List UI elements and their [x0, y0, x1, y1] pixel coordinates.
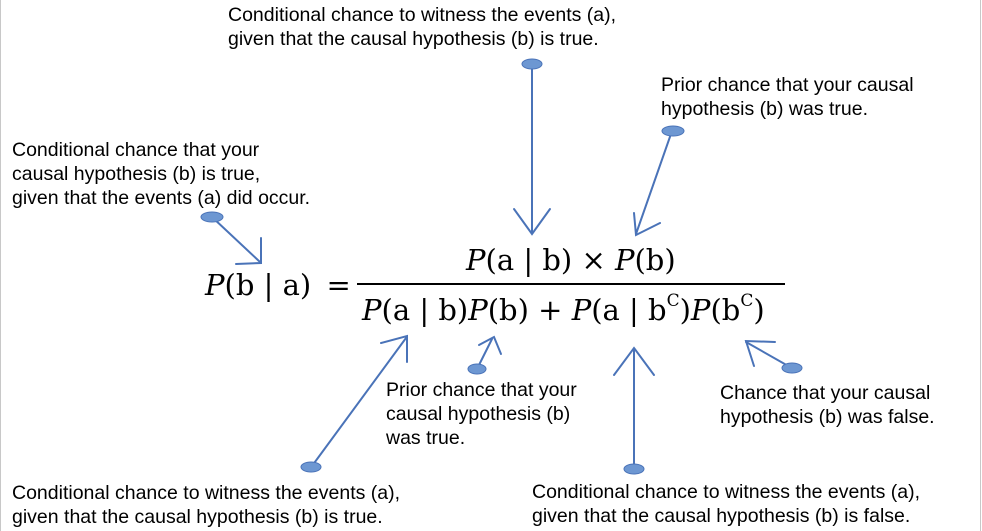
- connector-right-false-arrowhead: [744, 339, 776, 367]
- denominator-t3-args-pre: (a | b: [591, 293, 667, 327]
- annotation-right-false: Chance that your causal hypothesis (b) w…: [720, 381, 935, 429]
- connector-middle-prior-arrowhead: [478, 335, 502, 355]
- numerator-term2-fn: P: [614, 243, 635, 277]
- denominator-t3-fn: P: [571, 293, 592, 327]
- connector-right-false-line: [745, 341, 791, 368]
- annotation-middle-prior: Prior chance that your causal hypothesis…: [386, 378, 577, 450]
- numerator-term1-args: (a | b): [485, 243, 573, 277]
- fraction-bar: [357, 283, 785, 285]
- annotation-bottom-left-line1: Conditional chance to witness the events…: [12, 482, 401, 504]
- formula-lhs: P(b | a) =: [205, 268, 351, 302]
- denominator-t3-complement-sup: C: [666, 291, 680, 311]
- connector-dot-top-right: [661, 125, 685, 137]
- connector-dot-middle-prior: [467, 363, 487, 375]
- connector-top-right-line: [635, 130, 673, 235]
- lhs-equals-sign: =: [326, 268, 351, 302]
- connector-dot-bottom-left: [300, 461, 322, 473]
- denominator-t3-args-post: ): [679, 293, 691, 327]
- connector-dot-top-center: [521, 58, 543, 70]
- lhs-probability-fn: P: [205, 268, 225, 302]
- numerator-term1-fn: P: [466, 243, 486, 277]
- denominator-t2-args: (b): [487, 293, 529, 327]
- denominator-t4-complement-sup: C: [740, 291, 754, 311]
- annotation-top-center-line2: given that the causal hypothesis (b) is …: [228, 28, 599, 50]
- annotation-top-center: Conditional chance to witness the events…: [228, 3, 616, 51]
- annotation-middle-prior-line3: was true.: [386, 427, 466, 449]
- denominator-t2-fn: P: [468, 293, 488, 327]
- annotation-bottom-left: Conditional chance to witness the events…: [12, 481, 400, 529]
- annotation-bottom-right-line1: Conditional chance to witness the events…: [532, 481, 921, 503]
- connector-left-line: [211, 216, 261, 263]
- denominator-t1-args: (a | b): [381, 293, 469, 327]
- formula-denominator: P(a | b)P(b) + P(a | bC)P(bC): [362, 291, 765, 328]
- denominator-t4-args-pre: (b: [710, 293, 741, 327]
- connector-top-center-arrowhead: [513, 208, 551, 236]
- connector-bottom-left-line: [311, 337, 407, 467]
- annotation-right-false-line2: hypothesis (b) was false.: [720, 406, 935, 428]
- annotation-left-line2: causal hypothesis (b) is true,: [12, 163, 261, 185]
- annotation-bottom-right: Conditional chance to witness the events…: [532, 480, 920, 528]
- connector-dot-left: [200, 211, 224, 223]
- right-frame-edge: [980, 0, 981, 531]
- annotation-middle-prior-line1: Prior chance that your: [386, 379, 577, 401]
- connector-dot-right-false: [781, 362, 803, 374]
- denominator-plus-sign: +: [538, 293, 563, 327]
- denominator-t4-fn: P: [690, 293, 711, 327]
- annotation-top-right-line1: Prior chance that your causal: [661, 74, 914, 96]
- annotation-left-line3: given that the events (a) did occur.: [12, 187, 311, 209]
- numerator-term2-args: (b): [634, 243, 676, 277]
- connector-top-right-arrowhead: [633, 212, 661, 237]
- annotation-bottom-left-line2: given that the causal hypothesis (b) is …: [12, 506, 383, 528]
- connector-bottom-left-arrowhead: [380, 334, 408, 363]
- numerator-times-sign: ×: [581, 243, 606, 277]
- annotation-bottom-right-line2: given that the causal hypothesis (b) is …: [532, 505, 911, 527]
- annotation-top-right-line2: hypothesis (b) was true.: [661, 98, 869, 120]
- annotation-middle-prior-line2: causal hypothesis (b): [386, 403, 571, 425]
- connector-bottom-right-arrowhead: [613, 346, 655, 376]
- connector-left-arrowhead: [235, 237, 262, 265]
- annotation-left-line1: Conditional chance that your: [12, 139, 260, 161]
- connector-dot-bottom-right: [623, 463, 645, 475]
- left-frame-edge: [0, 0, 1, 531]
- annotation-top-right: Prior chance that your causal hypothesis…: [661, 73, 914, 121]
- annotation-left: Conditional chance that your causal hypo…: [12, 138, 310, 210]
- lhs-args: (b | a): [224, 268, 312, 302]
- formula-numerator: P(a | b) × P(b): [466, 243, 676, 277]
- annotation-right-false-line1: Chance that your causal: [720, 382, 931, 404]
- denominator-t4-args-post: ): [753, 293, 765, 327]
- denominator-t1-fn: P: [362, 293, 382, 327]
- annotation-top-center-line1: Conditional chance to witness the events…: [228, 4, 617, 26]
